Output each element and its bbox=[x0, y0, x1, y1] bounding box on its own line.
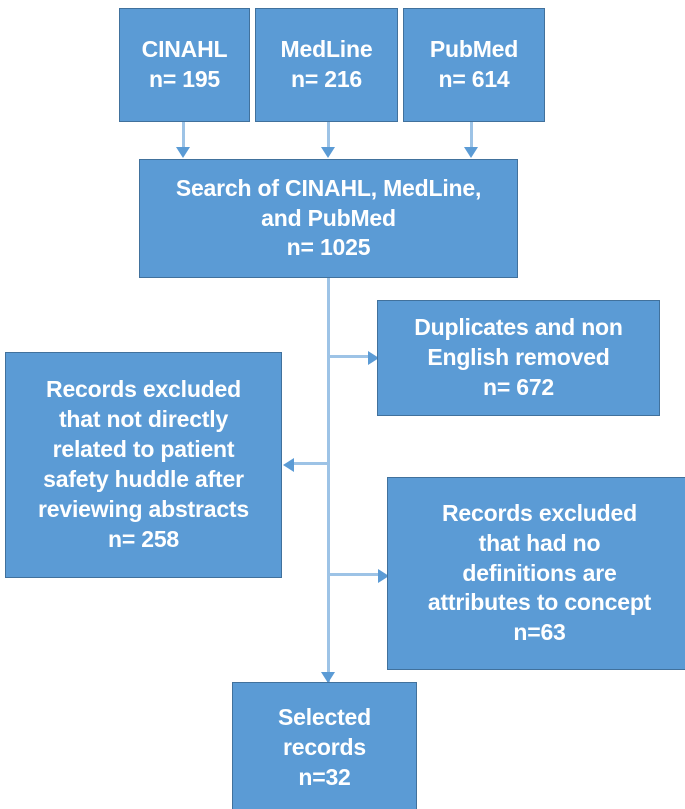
arrowhead-cinahl-to-search bbox=[176, 147, 190, 158]
connector-spine-to-duplicates bbox=[330, 355, 370, 358]
connector-pubmed-to-search bbox=[470, 122, 473, 148]
node-pubmed[interactable]: PubMed n= 614 bbox=[403, 8, 545, 122]
connector-spine-to-excluded-topic bbox=[294, 462, 330, 465]
connector-cinahl-to-search bbox=[182, 122, 185, 148]
arrowhead-pubmed-to-search bbox=[464, 147, 478, 158]
arrowhead-spine-to-excluded-topic bbox=[283, 458, 294, 472]
node-duplicates-removed[interactable]: Duplicates and non English removed n= 67… bbox=[377, 300, 660, 416]
arrowhead-spine-to-excluded-definition bbox=[378, 569, 389, 583]
node-records-excluded-topic[interactable]: Records excluded that not directly relat… bbox=[5, 352, 282, 578]
arrowhead-spine-to-duplicates bbox=[368, 351, 379, 365]
connector-spine-to-excluded-definition bbox=[330, 573, 380, 576]
node-selected-records[interactable]: Selected records n=32 bbox=[232, 682, 417, 809]
node-cinahl[interactable]: CINAHL n= 195 bbox=[119, 8, 250, 122]
connector-main-spine bbox=[327, 278, 330, 683]
connector-medline-to-search bbox=[327, 122, 330, 148]
node-records-excluded-definition[interactable]: Records excluded that had no definitions… bbox=[387, 477, 685, 670]
node-medline[interactable]: MedLine n= 216 bbox=[255, 8, 398, 122]
arrowhead-spine-to-selected bbox=[321, 672, 335, 683]
arrowhead-medline-to-search bbox=[321, 147, 335, 158]
node-combined-search[interactable]: Search of CINAHL, MedLine, and PubMed n=… bbox=[139, 159, 518, 278]
